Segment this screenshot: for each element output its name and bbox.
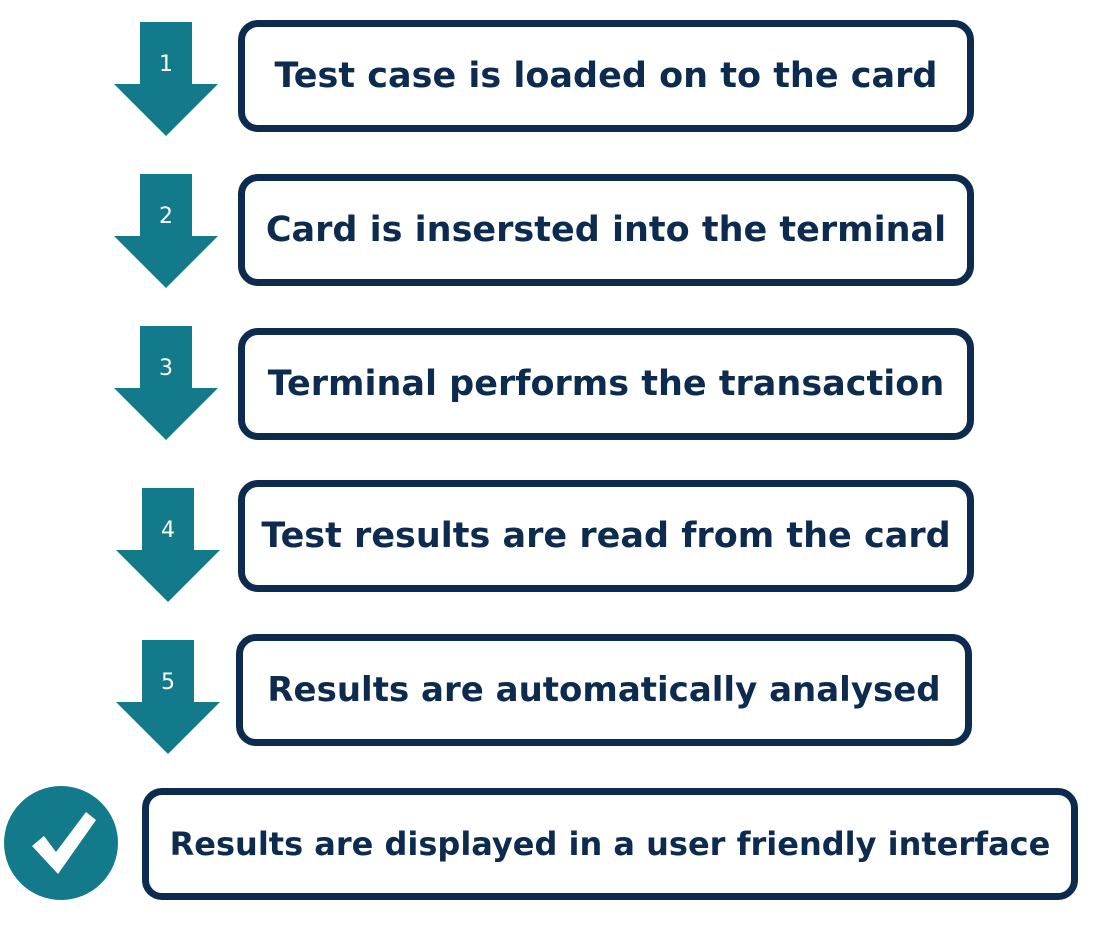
checkmark-circle-icon	[4, 786, 118, 900]
step-2-box: Card is insersted into the terminal	[238, 174, 974, 286]
step-5-text: Results are automatically analysed	[267, 670, 941, 710]
step-4-box: Test results are read from the card	[238, 480, 974, 592]
step-5-box: Results are automatically analysed	[236, 634, 972, 746]
step-5-arrow-icon: 5	[116, 640, 220, 754]
final-step-box: Results are displayed in a user friendly…	[142, 788, 1078, 900]
step-1-arrow-icon: 1	[114, 22, 218, 136]
step-2-text: Card is insersted into the terminal	[265, 210, 947, 250]
final-step-text: Results are displayed in a user friendly…	[169, 825, 1051, 863]
step-number: 5	[161, 670, 175, 695]
step-3-text: Terminal performs the transaction	[267, 364, 945, 404]
step-number: 3	[159, 356, 173, 381]
step-1-text: Test case is loaded on to the card	[274, 56, 938, 96]
step-2-arrow-icon: 2	[114, 174, 218, 288]
step-4-arrow-icon: 4	[116, 488, 220, 602]
step-1-box: Test case is loaded on to the card	[238, 20, 974, 132]
step-3-arrow-icon: 3	[114, 326, 218, 440]
step-3-box: Terminal performs the transaction	[238, 328, 974, 440]
step-4-text: Test results are read from the card	[261, 516, 951, 556]
step-number: 4	[161, 518, 175, 543]
step-number: 2	[159, 204, 173, 229]
step-number: 1	[159, 52, 173, 77]
